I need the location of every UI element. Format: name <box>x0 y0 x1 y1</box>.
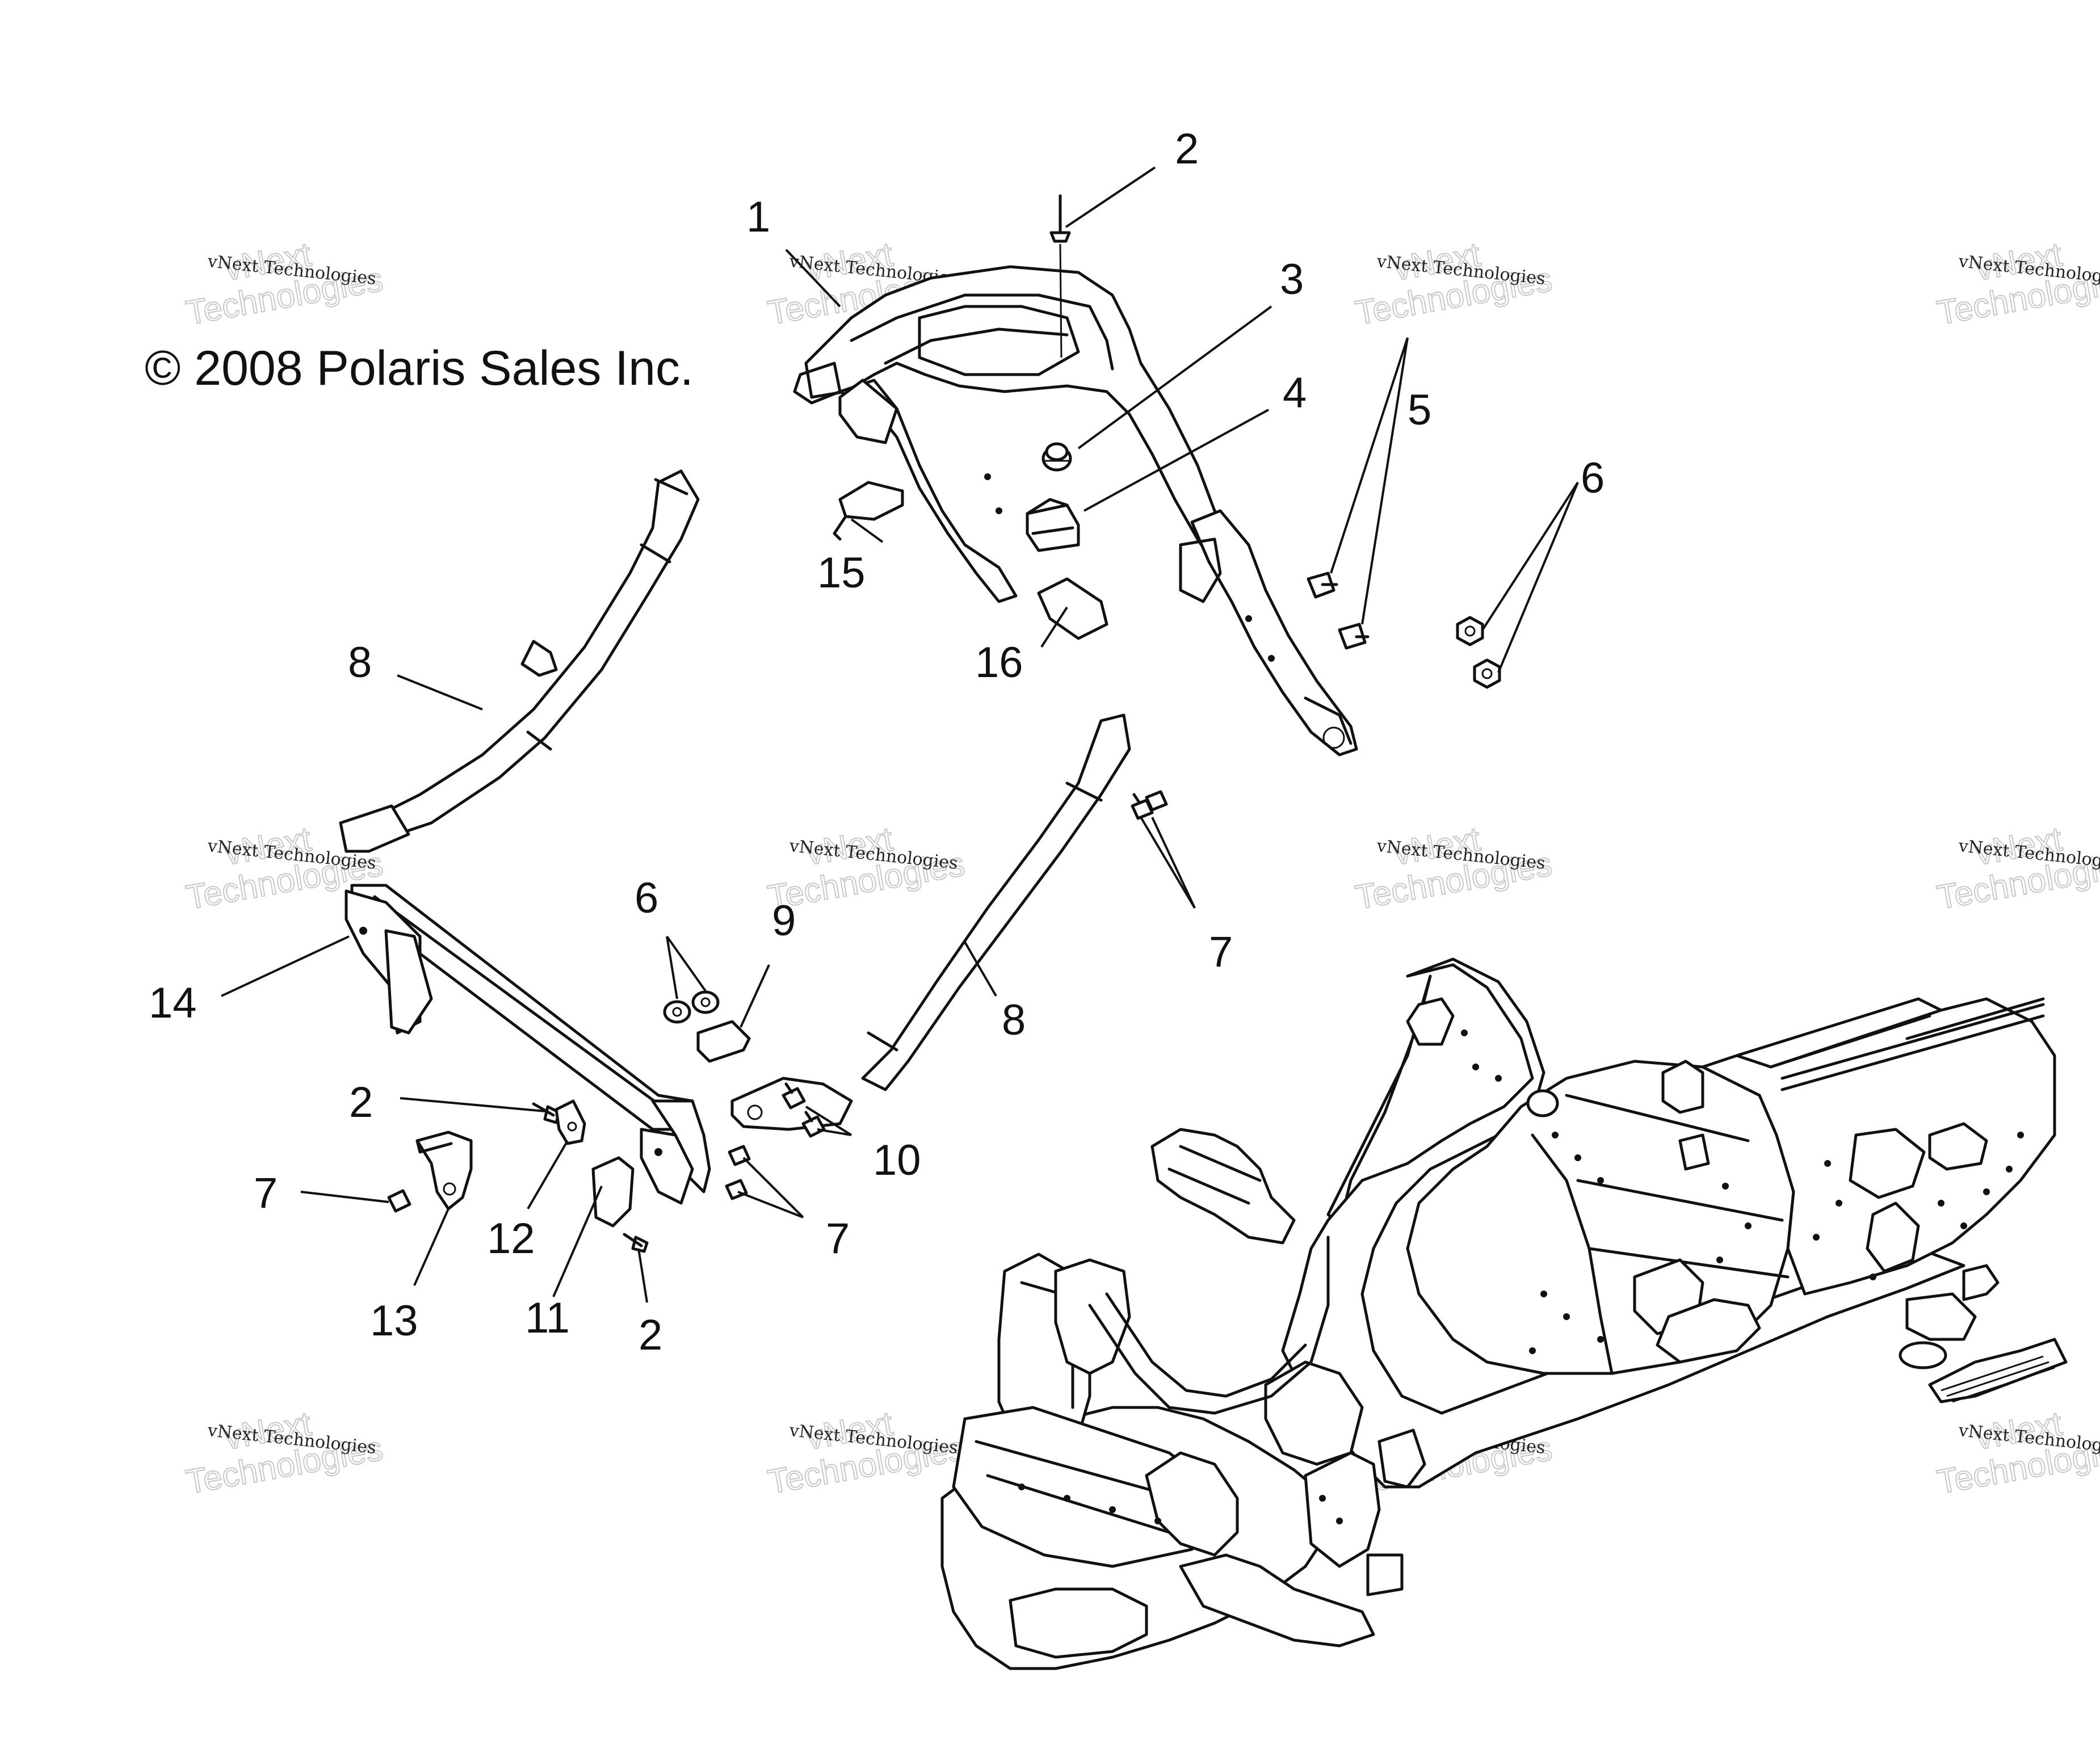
callout-7-left: 7 <box>254 1169 278 1217</box>
callout-2-low: 2 <box>639 1311 662 1359</box>
part-2-rivet-low <box>623 1233 649 1253</box>
watermark: vNext Technologies vNext Technologies <box>1934 1403 2100 1502</box>
callout-16: 16 <box>975 638 1023 687</box>
part-7-bolt-d <box>725 1179 748 1200</box>
callout-7-right: 7 <box>1209 928 1233 976</box>
leader-lines <box>221 166 1579 1303</box>
part-10-bolt-b <box>782 1082 806 1110</box>
callout-10: 10 <box>873 1136 921 1184</box>
callout-14: 14 <box>149 979 197 1027</box>
part-6-nut-d <box>691 990 720 1014</box>
watermark: vNext Technologies vNext Technologies <box>765 1403 968 1502</box>
callout-6-right: 6 <box>1581 454 1605 502</box>
part-4-clip-bracket <box>1026 498 1080 552</box>
part-1-upper-frame-hoop <box>793 265 1358 757</box>
part-2-rivet-mid <box>532 1102 561 1124</box>
part-14-cross-member <box>345 884 711 1205</box>
watermark: vNext Technologies vNext Technologies <box>1352 234 1556 333</box>
callout-7-lower: 7 <box>826 1215 850 1263</box>
callout-2-top: 2 <box>1175 125 1199 173</box>
callout-4: 4 <box>1283 369 1307 417</box>
part-6-nut-b <box>1473 658 1501 689</box>
watermark: vNext Technologies vNext Technologies <box>183 1403 387 1502</box>
callout-15: 15 <box>817 549 866 597</box>
part-6-nut-a <box>1456 616 1484 646</box>
watermark: vNext Technologies vNext Technologies <box>1934 819 2100 917</box>
part-12-clip <box>555 1099 586 1145</box>
watermark: vNext Technologies vNext Technologies <box>183 234 387 333</box>
callout-11: 11 <box>525 1294 570 1342</box>
callout-3: 3 <box>1280 255 1304 304</box>
part-11-plate <box>591 1156 635 1228</box>
part-3-grommet <box>1041 442 1072 472</box>
callout-2-mid: 2 <box>349 1078 373 1127</box>
part-13-bracket <box>415 1131 473 1211</box>
part-9-plate <box>696 1020 751 1063</box>
part-16-pad <box>1037 577 1108 640</box>
callout-1: 1 <box>746 193 770 241</box>
callout-5: 5 <box>1408 386 1431 434</box>
callout-labels: 1 2 3 4 5 6 15 16 8 6 9 7 14 8 2 10 7 7 … <box>149 125 1605 1359</box>
watermark: vNext Technologies vNext Technologies <box>1352 819 1556 917</box>
callout-12: 12 <box>487 1215 535 1263</box>
part-6-nut-c <box>663 1000 691 1024</box>
callout-13: 13 <box>370 1297 418 1345</box>
copyright-notice: © 2008 Polaris Sales Inc. <box>145 341 694 396</box>
callout-8-left: 8 <box>348 638 372 687</box>
part-7-bolt-b <box>1145 790 1168 812</box>
watermark: vNext Technologies vNext Technologies <box>1934 234 2100 333</box>
part-5-bolt-b <box>1338 623 1370 650</box>
part-7-bolt-e <box>387 1189 411 1213</box>
part-8-brace-left <box>339 469 700 853</box>
part-5-bolt-a <box>1307 571 1338 599</box>
callout-6-mid: 6 <box>635 874 658 922</box>
part-2-rivet-top <box>1049 194 1071 358</box>
callout-8-right: 8 <box>1002 996 1026 1044</box>
chassis-assembly <box>940 957 2068 1670</box>
callout-9: 9 <box>772 897 796 945</box>
part-15-pad <box>833 481 904 541</box>
part-7-bolt-a <box>1131 793 1154 820</box>
